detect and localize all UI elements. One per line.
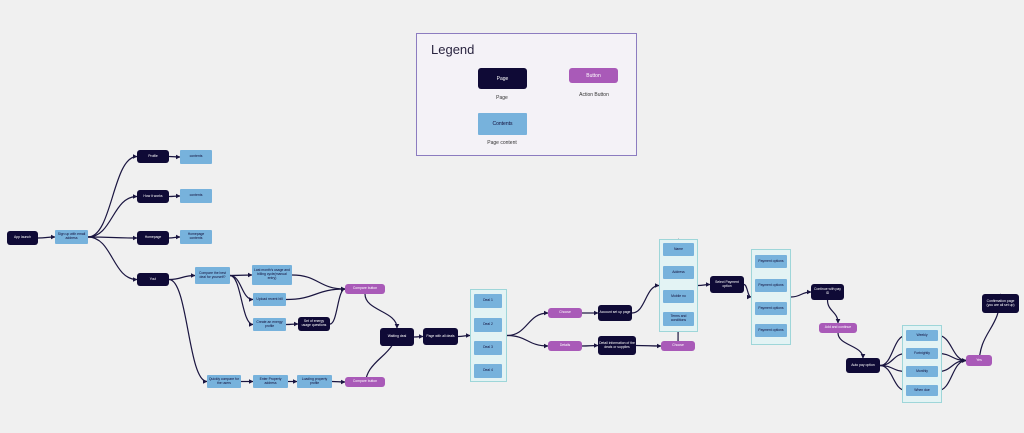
connector-compare_best_deal-to-upload_recent_bill xyxy=(229,274,254,302)
monthly-node[interactable]: Monthly xyxy=(906,366,938,377)
upload-recent-bill-node: Upload recent bill xyxy=(253,293,286,306)
connector-you-to-quickly_compare xyxy=(168,278,208,384)
homepage-contents-node: Homepage contents xyxy=(180,230,212,244)
connector-page_with_all_deals-to-deals_group xyxy=(457,333,471,338)
legend-title: Legend xyxy=(431,42,475,57)
deal-3-node[interactable]: Deal 3 xyxy=(474,341,502,355)
connector-add_and_continue-to-auto_pay_option xyxy=(837,332,866,359)
compare-best-deal-node: Compare the best deal for yourself? xyxy=(195,267,230,284)
how-it-works-node[interactable]: How it works xyxy=(137,190,169,203)
connector-payment_group-to-continue_with_pay xyxy=(790,289,812,298)
yes-button[interactable]: Yes xyxy=(966,355,992,366)
how-it-works-contents-node: contents xyxy=(180,189,212,203)
connector-account_group-to-select_payment xyxy=(697,282,711,287)
legend-page-caption: Page xyxy=(496,95,508,101)
choose-button-1[interactable]: Choose xyxy=(548,308,582,318)
loading-property-profile-node: Loading property profile xyxy=(297,375,332,388)
connector-app_launch-to-sign_up xyxy=(37,234,56,240)
deal-1-node[interactable]: Deal 1 xyxy=(474,294,502,308)
connector-deals_group-to-choose_1 xyxy=(506,310,549,337)
connector-detail_information-to-choose_2 xyxy=(635,343,662,349)
detail-information-node[interactable]: Detail information of the deals or suppl… xyxy=(598,336,636,355)
energy-usage-questions-node[interactable]: Set of energy usage questions xyxy=(298,317,330,331)
connector-account_set_up-to-account_group xyxy=(631,283,660,314)
payment-option-1-node[interactable]: Payment options xyxy=(755,255,787,268)
auto-pay-option-node[interactable]: Auto pay option xyxy=(846,358,880,373)
weekly-node[interactable]: Weekly xyxy=(906,330,938,341)
waiting-deal-node[interactable]: Waiting deal xyxy=(380,328,414,346)
compare-button-1[interactable]: Compare button xyxy=(345,284,385,294)
terms-conditions-node: Terms and conditions xyxy=(663,312,694,326)
homepage-node[interactable]: Homepage xyxy=(137,231,169,245)
connector-sign_up-to-how_it_works xyxy=(87,194,138,238)
payment-option-4-node[interactable]: Payment options xyxy=(755,324,787,337)
name-field-node: Name xyxy=(663,243,694,256)
address-field-node: Address xyxy=(663,266,694,279)
deal-4-node[interactable]: Deal 4 xyxy=(474,364,502,378)
connector-select_payment-to-payment_group xyxy=(743,283,752,300)
profile-contents-node: contents xyxy=(180,150,212,164)
compare-button-2[interactable]: Compare button xyxy=(345,377,385,387)
connector-compare_best_deal-to-last_month_usage xyxy=(229,272,253,278)
add-and-continue-button[interactable]: Add and continue xyxy=(819,323,857,333)
connector-profile-to-profile_contents xyxy=(168,154,181,160)
connector-homepage-to-homepage_contents xyxy=(168,234,181,240)
profile-node[interactable]: Profile xyxy=(137,150,169,163)
connector-sign_up-to-you xyxy=(87,236,138,282)
connector-how_it_works-to-how_contents xyxy=(168,193,181,199)
last-month-usage-node: Last month's usage and billing cycle(man… xyxy=(252,265,292,285)
payment-option-3-node[interactable]: Payment options xyxy=(755,302,787,315)
connector-sign_up-to-homepage xyxy=(87,235,138,241)
connector-waiting_deal-to-page_with_all_deals xyxy=(413,334,424,339)
when-due-node[interactable]: When due xyxy=(906,385,938,396)
legend-contents-caption: Page content xyxy=(487,140,517,146)
connector-create_energy_profile-to-set_of_usage_questions xyxy=(285,321,299,327)
legend-contents-sample: Contents xyxy=(478,113,527,135)
quickly-compare-node: Quickly compare for the users xyxy=(207,375,241,388)
connector-upload_recent_bill-to-compare_button_1 xyxy=(285,286,346,301)
choose-button-2[interactable]: Choose xyxy=(661,341,695,351)
enter-property-address-node: Enter Property address xyxy=(253,375,288,388)
legend-button-caption: Action Button xyxy=(579,92,609,98)
page-with-all-deals-node[interactable]: Page with all deals xyxy=(423,328,458,345)
confirmation-node[interactable]: Confirmation page (you are all set up) xyxy=(982,294,1019,313)
account-set-up-node[interactable]: Account set up page xyxy=(598,305,632,321)
connector-when_due-to-yes xyxy=(937,358,967,392)
connector-last_month_usage-to-compare_button_1 xyxy=(291,274,346,292)
details-button[interactable]: Details xyxy=(548,341,582,351)
continue-with-pay-node[interactable]: Continue with pay ID xyxy=(811,284,844,300)
connector-details-to-detail_information xyxy=(581,343,599,348)
legend-page-sample: Page xyxy=(478,68,527,89)
connector-compare_best_deal-to-create_energy_profile xyxy=(229,274,254,327)
fortnightly-node[interactable]: Fortnightly xyxy=(906,348,938,359)
create-energy-profile-node: Create an energy profile xyxy=(253,318,286,331)
connector-deals_group-to-details xyxy=(506,334,549,349)
connector-set_of_usage_questions-to-compare_button_1 xyxy=(329,286,346,325)
connector-sign_up-to-profile xyxy=(87,154,138,238)
legend-button-sample: Button xyxy=(569,68,618,83)
connector-loading_property_profile-to-compare_button_2 xyxy=(331,379,346,385)
payment-option-2-node[interactable]: Payment options xyxy=(755,279,787,292)
deal-2-node[interactable]: Deal 2 xyxy=(474,318,502,332)
you-node[interactable]: You! xyxy=(137,273,169,286)
connector-compare_button_1-to-waiting_deal xyxy=(364,293,400,329)
connector-you-to-compare_best_deal xyxy=(168,273,196,281)
mobile-no-field-node: Mobile no xyxy=(663,290,694,303)
connector-continue_with_pay-to-add_and_continue xyxy=(826,299,841,324)
legend-panel: Legend Page Page Button Action Button Co… xyxy=(416,33,637,156)
sign-up-node[interactable]: Sign up with email address xyxy=(55,230,88,244)
select-payment-node[interactable]: Select Payment option xyxy=(710,276,744,293)
app-launch-node[interactable]: App launch xyxy=(7,231,38,245)
